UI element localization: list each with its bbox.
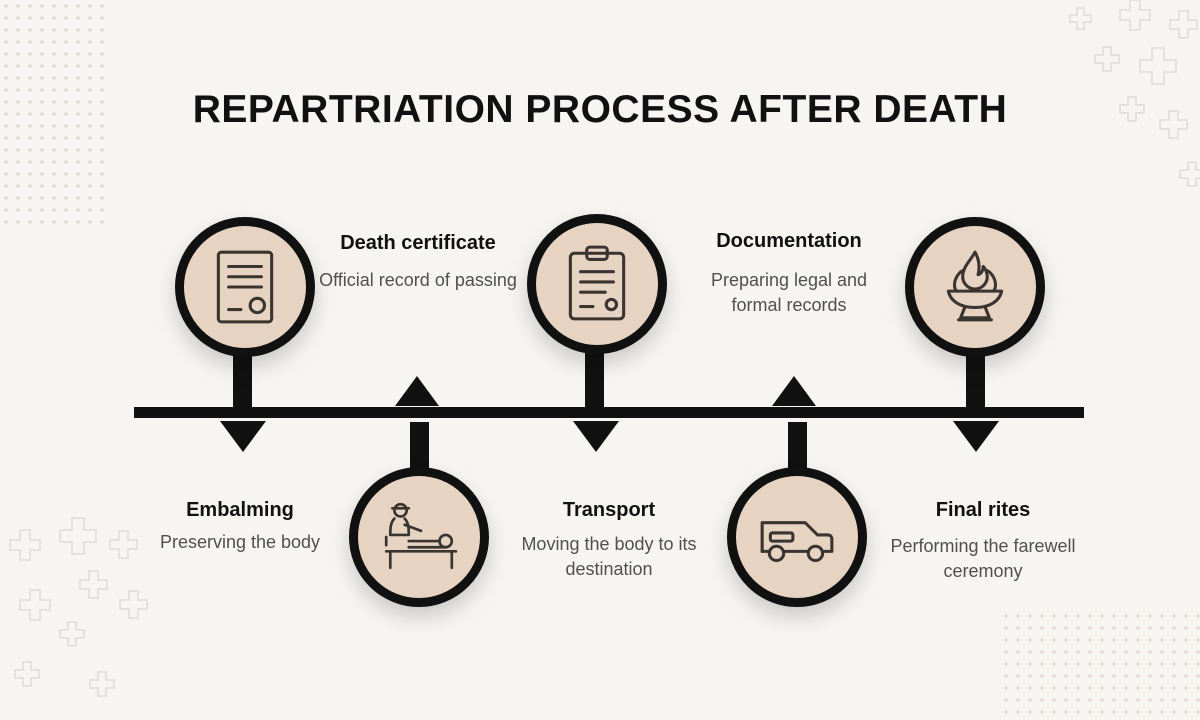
step-desc-transport: Moving the body to its destination (521, 534, 697, 579)
pointer-down-final-rites (953, 421, 999, 452)
page-title: REPARTRIATION PROCESS AFTER DEATH (192, 88, 1008, 131)
hearse-icon (760, 521, 834, 563)
step-title-transport: Transport (562, 499, 656, 521)
ring-transport (727, 467, 867, 607)
embalming-icon (384, 502, 458, 570)
step-title-final-rites: Final rites (935, 499, 1031, 521)
ring-death-certificate (175, 217, 315, 357)
pointer-up-transport (772, 376, 816, 406)
ring-final-rites (905, 217, 1045, 357)
step-title-death-certificate: Death certificate (340, 232, 496, 254)
flame-urn-icon (946, 250, 1004, 322)
clipboard-icon (568, 245, 626, 321)
dot-pattern-bottom-right (1000, 610, 1200, 720)
step-desc-embalming: Preserving the body (159, 532, 321, 552)
timeline-line (134, 407, 1084, 418)
stem-death-certificate (233, 345, 252, 407)
stem-final-rites (966, 345, 985, 407)
step-title-embalming: Embalming (186, 499, 294, 521)
ring-embalming (349, 467, 489, 607)
pointer-up-embalming (395, 376, 439, 406)
stem-documentation (585, 342, 604, 407)
step-desc-death-certificate: Official record of passing (319, 270, 517, 290)
ring-documentation (527, 214, 667, 354)
step-title-documentation: Documentation (716, 230, 862, 252)
step-desc-documentation: Preparing legal and formal records (710, 270, 868, 315)
cross-pattern-top-right-icon (1069, 0, 1200, 187)
step-desc-final-rites: Performing the farewell ceremony (890, 536, 1076, 581)
pointer-down-documentation (573, 421, 619, 452)
certificate-icon (216, 250, 274, 324)
pointer-down-death-certificate (220, 421, 266, 452)
stem-transport (788, 422, 807, 478)
dot-pattern-top-left (0, 0, 110, 230)
cross-pattern-bottom-left-icon (9, 517, 148, 697)
stem-embalming (410, 422, 429, 478)
